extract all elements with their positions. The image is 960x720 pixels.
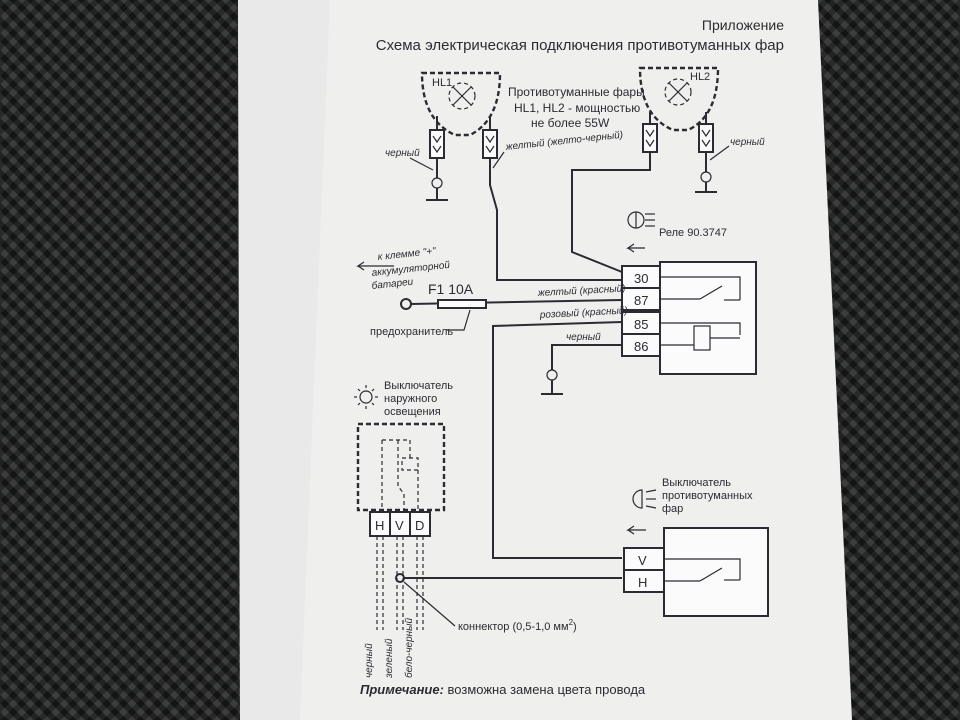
- fog-switch-pin-v: V: [638, 553, 647, 568]
- note: Примечание: возможна замена цвета провод…: [360, 682, 646, 697]
- ext-switch-pin-d: D: [415, 518, 424, 533]
- wire-hl2-feed: [571, 152, 651, 273]
- ext-switch-label-line3: освещения: [384, 406, 441, 418]
- relay-pin-86: 86: [634, 339, 648, 354]
- wire-label-black-right: черный: [730, 137, 765, 148]
- hl2-connector-right: [695, 112, 717, 193]
- wire-pink-red: [492, 321, 623, 559]
- battery-label-line3: батареи: [371, 276, 414, 292]
- fuse-label: предохранитель: [370, 326, 453, 338]
- fog-switch-label-line1: Выключатель: [662, 477, 731, 489]
- wire-label-bottom-green: зеленый: [384, 638, 395, 679]
- ext-switch-pin-v: V: [395, 518, 404, 533]
- wire-yellow-black: [489, 158, 622, 281]
- ext-switch-internals: [381, 439, 419, 510]
- wire-label-bottom-white-black: бело-черный: [403, 617, 415, 678]
- note-label: Примечание:: [360, 682, 444, 697]
- hl2-connector-left: [642, 112, 658, 153]
- connector-label: коннектор (0,5-1,0 мм2): [458, 618, 577, 633]
- wire-label-bottom-black: черный: [364, 643, 375, 678]
- wire-label-pink-red: розовый (красный): [539, 305, 628, 321]
- relay-body: [659, 261, 757, 375]
- paper-shade: [238, 0, 330, 720]
- fog-lamp-hl1: HL1: [420, 71, 502, 137]
- fog-lamp-hl2: HL2: [638, 66, 720, 132]
- relay-symbol: [626, 211, 655, 253]
- fog-lamps-label: Противотуманные фары: [508, 85, 645, 99]
- fog-switch-pin-h: H: [638, 575, 647, 590]
- ext-switch-wires: [376, 536, 424, 630]
- fog-switch-internals: [664, 558, 741, 582]
- ext-switch-label-line1: Выключатель: [384, 380, 453, 392]
- fuse-body: [437, 299, 487, 309]
- hl2-label: HL2: [690, 71, 710, 83]
- hl1-connector-left: [426, 116, 448, 201]
- relay-pin-85: 85: [634, 317, 648, 332]
- wire-label-black-left: черный: [385, 148, 420, 159]
- relay-title: Реле 90.3747: [659, 227, 727, 239]
- appendix-label: Приложение: [702, 17, 784, 33]
- fog-switch-label-line2: противотуманных: [662, 490, 753, 502]
- hl1-label: HL1: [432, 77, 452, 89]
- relay-pins: 30 87 85 86: [621, 265, 661, 357]
- diagram-title: Схема электрическая подключения противот…: [376, 37, 784, 54]
- wire-label-yellow-red: желтый (красный): [537, 283, 626, 299]
- ext-switch-label-line2: наружного: [384, 393, 437, 405]
- lamp-power-line1: HL1, HL2 - мощностью: [514, 101, 640, 115]
- fog-light-icon: [626, 489, 657, 535]
- relay-pin-87: 87: [634, 293, 648, 308]
- wire-black-relay-ground: [551, 344, 622, 370]
- note-text: возможна замена цвета провода: [444, 682, 646, 697]
- wire-label-black-relay: черный: [566, 332, 601, 343]
- sun-icon: [354, 385, 378, 409]
- relay-internals: [660, 276, 741, 351]
- ext-switch-pin-h: H: [375, 518, 384, 533]
- fuse-rating: F1 10A: [428, 281, 474, 297]
- hl1-connector-right: [482, 116, 498, 159]
- fog-switch-label-line3: фар: [662, 503, 683, 515]
- lamp-power-line2: не более 55W: [531, 116, 610, 130]
- ext-switch-body: [356, 422, 446, 512]
- relay-pin-30: 30: [634, 271, 648, 286]
